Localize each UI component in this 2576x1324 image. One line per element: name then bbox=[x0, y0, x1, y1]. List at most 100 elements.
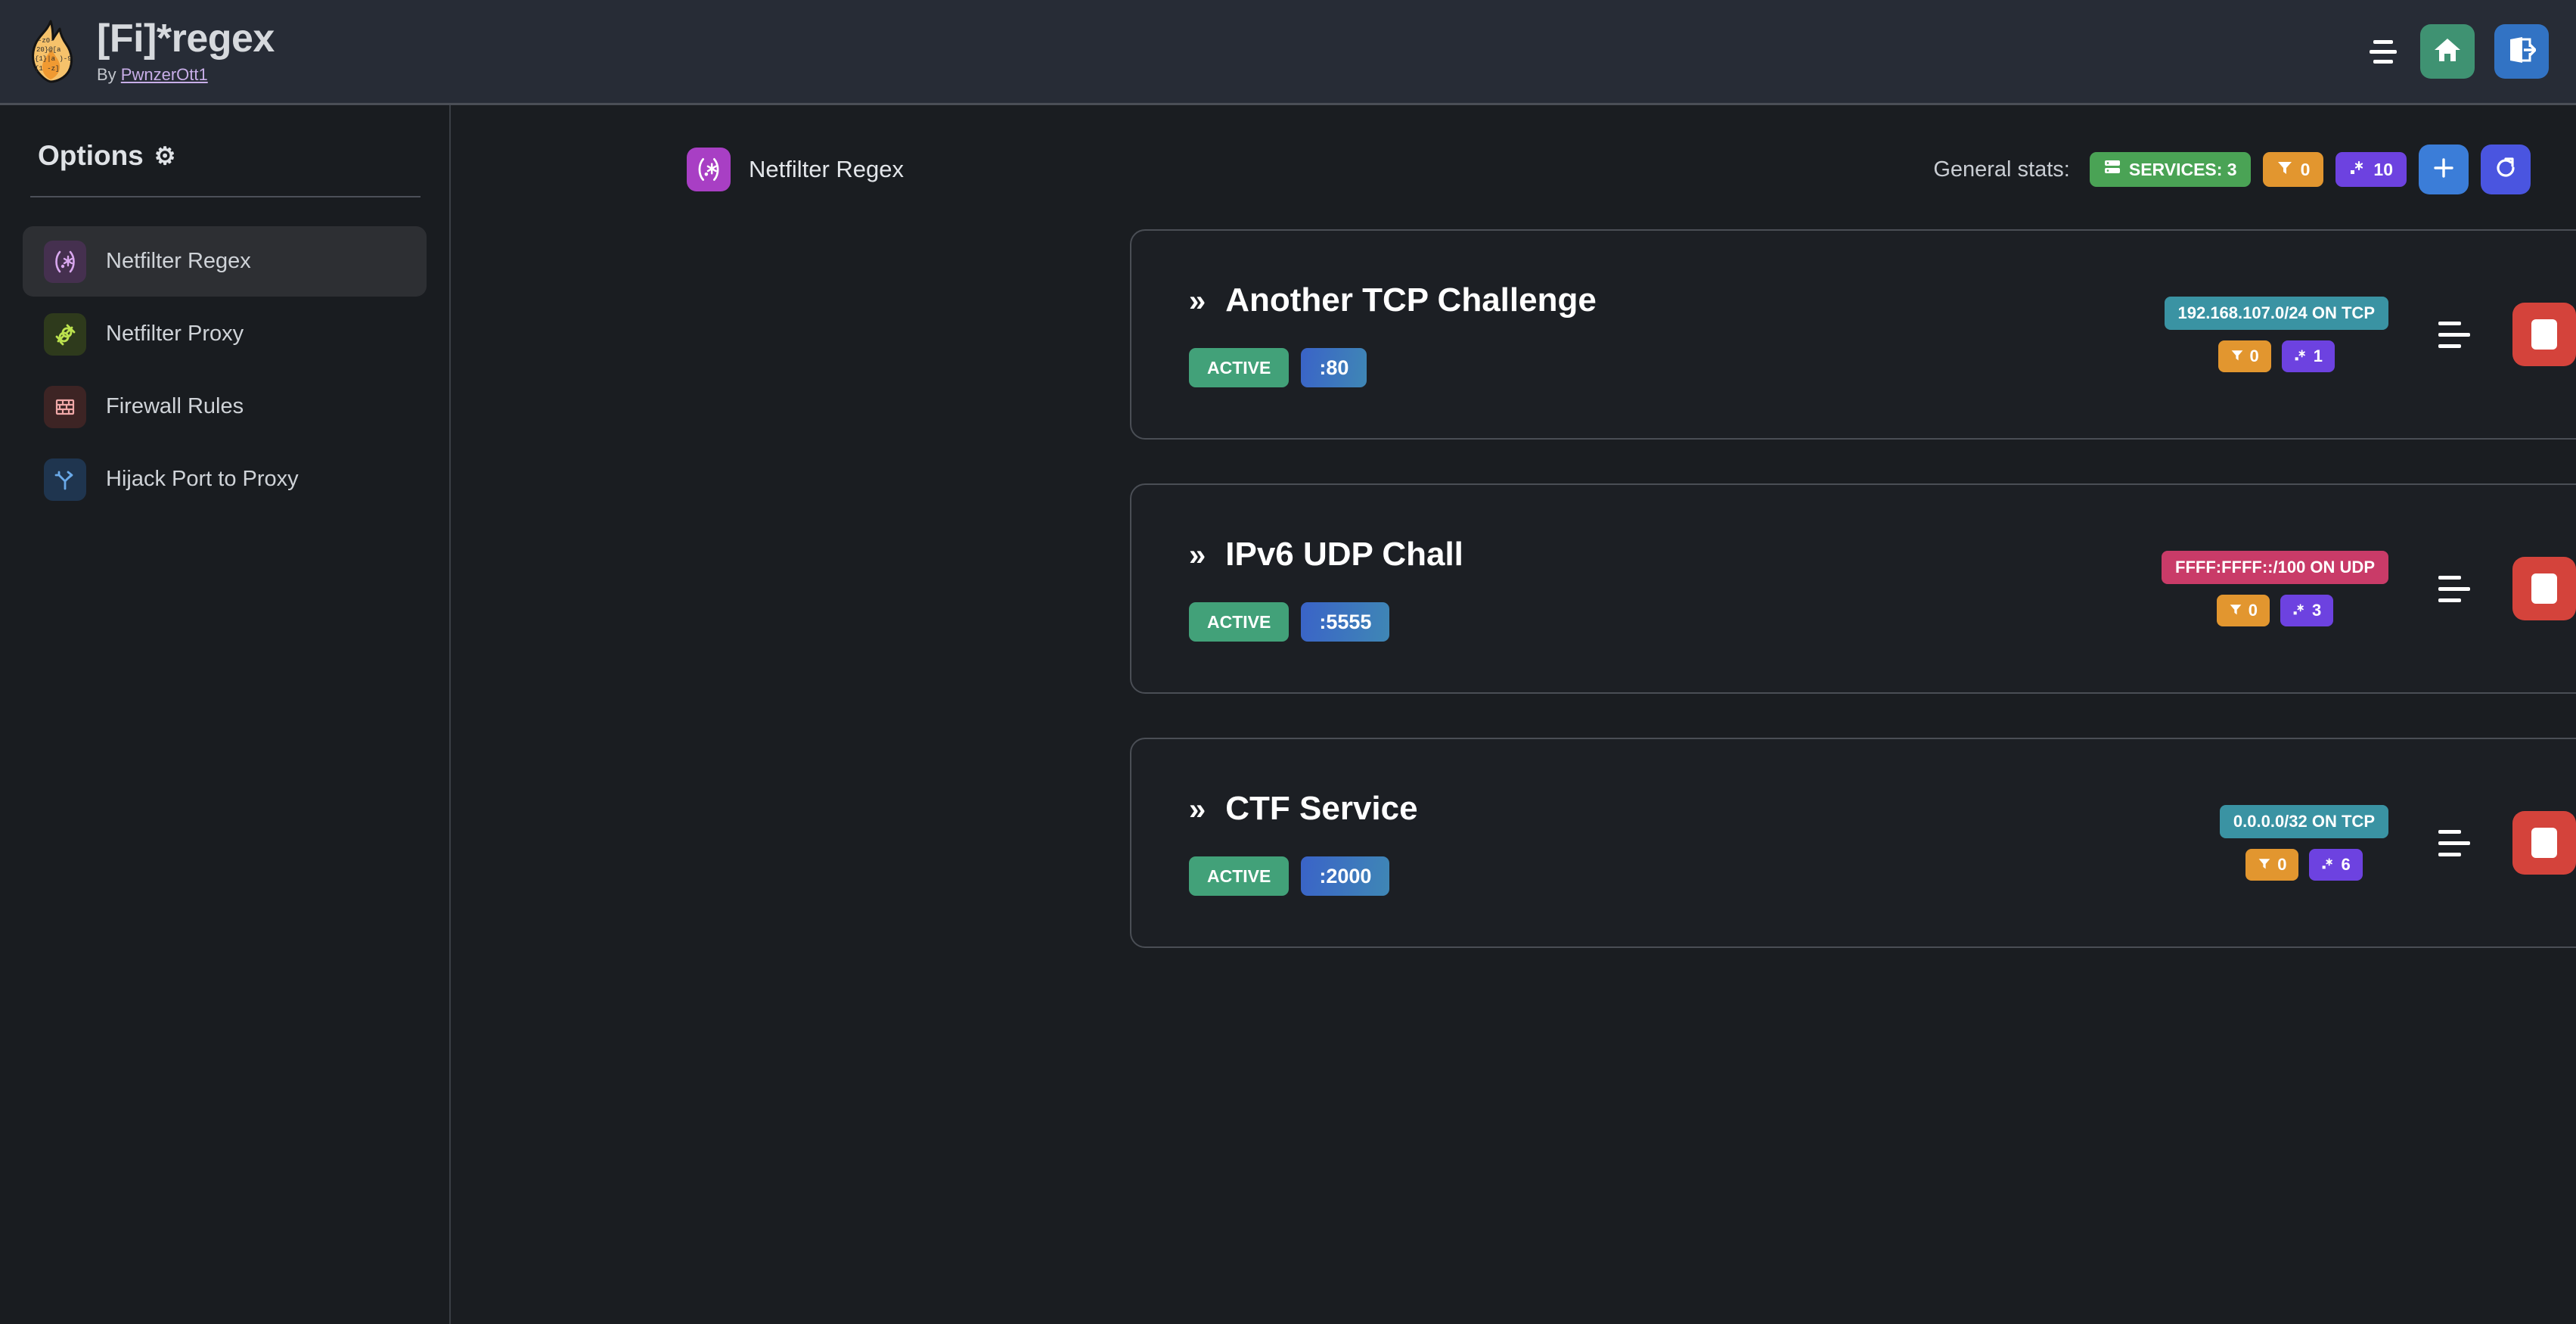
network-badge: 0.0.0.0/32 ON TCP bbox=[2219, 805, 2388, 838]
status-badge-regexes: 10 bbox=[2335, 152, 2407, 187]
service-badges: ACTIVE :5555 bbox=[1189, 602, 1463, 642]
status-badge: ACTIVE bbox=[1189, 348, 1290, 387]
port-badge: :5555 bbox=[1301, 602, 1390, 642]
sidebar-item-netfilter-proxy[interactable]: Netfilter Proxy bbox=[23, 299, 427, 369]
main-content: Netfilter Regex General stats: SERVICES:… bbox=[452, 105, 2576, 1324]
sidebar-item-netfilter-regex[interactable]: Netfilter Regex bbox=[23, 226, 427, 297]
sidebar-item-label: Firewall Rules bbox=[106, 394, 244, 418]
sidebar-item-label: Hijack Port to Proxy bbox=[106, 467, 299, 491]
general-stats: General stats: SERVICES: 3 0 bbox=[1933, 145, 2531, 194]
funnel-icon bbox=[2229, 601, 2242, 620]
service-counters: 0 3 bbox=[2216, 595, 2334, 626]
sidebar-heading-label: Options bbox=[38, 140, 144, 171]
service-card[interactable]: » CTF Service ACTIVE :2000 0.0.0.0/32 ON… bbox=[1130, 738, 2576, 948]
regexes-count-label: 3 bbox=[2312, 601, 2322, 620]
list-icon[interactable] bbox=[2438, 568, 2479, 609]
funnel-icon bbox=[2230, 347, 2244, 366]
service-network-info: 192.168.107.0/24 ON TCP 0 1 bbox=[2164, 297, 2388, 372]
filters-count-label: 0 bbox=[2300, 159, 2311, 179]
logout-button[interactable] bbox=[2494, 24, 2549, 79]
service-title-row: » Another TCP Challenge bbox=[1189, 281, 1597, 319]
service-card-controls: FFFF:FFFF::/100 ON UDP 0 3 bbox=[2162, 551, 2576, 626]
refresh-icon bbox=[2494, 156, 2518, 184]
list-icon[interactable] bbox=[2438, 822, 2479, 863]
stop-button[interactable] bbox=[2512, 303, 2576, 366]
double-chevron-icon: » bbox=[1189, 793, 1206, 826]
status-badge-filters: 0 bbox=[2262, 152, 2324, 187]
stop-icon bbox=[2531, 573, 2557, 604]
sidebar-nav: Netfilter Regex Netfilter Proxy bbox=[18, 226, 431, 514]
svg-text:-z0-: -z0- bbox=[38, 37, 54, 45]
plus-icon bbox=[2431, 155, 2457, 185]
filters-counter: 0 bbox=[2216, 595, 2270, 626]
stop-button[interactable] bbox=[2512, 557, 2576, 620]
hamburger-menu-icon[interactable] bbox=[2366, 36, 2401, 67]
by-prefix: By bbox=[97, 64, 121, 84]
logout-icon bbox=[2507, 36, 2537, 67]
brand-text: [Fi]*regex By PwnzerOtt1 bbox=[97, 19, 275, 85]
service-card[interactable]: » IPv6 UDP Chall ACTIVE :5555 FFFF:FFFF:… bbox=[1130, 483, 2576, 694]
gear-icon: ⚙ bbox=[154, 142, 176, 169]
author-link[interactable]: PwnzerOtt1 bbox=[120, 64, 208, 84]
double-chevron-icon: » bbox=[1189, 539, 1206, 572]
flame-regex-logo-icon: -z0- 20}@[a {1}|a )-9] {1 -z] bbox=[26, 20, 76, 83]
filters-count-label: 0 bbox=[2248, 601, 2258, 620]
app-author-line: By PwnzerOtt1 bbox=[97, 65, 275, 85]
app-header: -z0- 20}@[a {1}|a )-9] {1 -z] [Fi]*regex… bbox=[0, 0, 2576, 105]
brick-wall-icon bbox=[44, 385, 86, 428]
regexes-count-label: 6 bbox=[2341, 855, 2351, 874]
svg-text:{1}|a )-9]: {1}|a )-9] bbox=[35, 55, 76, 63]
list-icon[interactable] bbox=[2438, 314, 2479, 355]
service-name: CTF Service bbox=[1225, 790, 1418, 827]
funnel-icon bbox=[2277, 159, 2293, 180]
svg-text:20}@[a: 20}@[a bbox=[36, 46, 61, 54]
service-card-info: » CTF Service ACTIVE :2000 bbox=[1131, 790, 1418, 896]
service-network-info: FFFF:FFFF::/100 ON UDP 0 3 bbox=[2162, 551, 2388, 626]
brand: -z0- 20}@[a {1}|a )-9] {1 -z] [Fi]*regex… bbox=[26, 19, 275, 85]
services-count-label: SERVICES: 3 bbox=[2128, 159, 2237, 179]
service-title-row: » IPv6 UDP Chall bbox=[1189, 536, 1463, 573]
service-card-info: » IPv6 UDP Chall ACTIVE :5555 bbox=[1131, 536, 1463, 642]
service-counters: 0 6 bbox=[2245, 849, 2363, 881]
regexes-counter: 6 bbox=[2309, 849, 2363, 881]
service-title-row: » CTF Service bbox=[1189, 790, 1418, 828]
home-button[interactable] bbox=[2420, 24, 2475, 79]
service-name: IPv6 UDP Chall bbox=[1225, 536, 1463, 573]
service-card[interactable]: » Another TCP Challenge ACTIVE :80 192.1… bbox=[1130, 229, 2576, 440]
filters-counter: 0 bbox=[2245, 849, 2299, 881]
filters-count-label: 0 bbox=[2277, 855, 2287, 874]
stop-icon bbox=[2531, 828, 2557, 858]
status-badge: ACTIVE bbox=[1189, 856, 1290, 896]
home-icon bbox=[2434, 37, 2461, 67]
refresh-button[interactable] bbox=[2481, 145, 2531, 194]
service-card-info: » Another TCP Challenge ACTIVE :80 bbox=[1131, 281, 1597, 387]
stop-button[interactable] bbox=[2512, 811, 2576, 875]
service-card-controls: 0.0.0.0/32 ON TCP 0 6 bbox=[2219, 805, 2576, 881]
route-fork-icon bbox=[44, 458, 86, 501]
server-icon bbox=[2103, 159, 2121, 180]
sidebar-heading: Options ⚙ bbox=[18, 105, 431, 172]
main-header: Netfilter Regex General stats: SERVICES:… bbox=[452, 105, 2576, 194]
service-badges: ACTIVE :80 bbox=[1189, 348, 1597, 387]
page-regex-icon bbox=[687, 148, 731, 191]
regex-icon bbox=[2321, 855, 2335, 875]
network-badge: FFFF:FFFF::/100 ON UDP bbox=[2162, 551, 2388, 584]
sidebar-item-firewall-rules[interactable]: Firewall Rules bbox=[23, 371, 427, 442]
port-badge: :80 bbox=[1301, 348, 1367, 387]
regexes-count-label: 1 bbox=[2313, 347, 2323, 365]
plug-icon bbox=[44, 312, 86, 356]
double-chevron-icon: » bbox=[1189, 284, 1206, 318]
sidebar: Options ⚙ Netfilter Regex bbox=[0, 105, 451, 1324]
funnel-icon bbox=[2258, 855, 2271, 875]
sidebar-item-hijack-port-to-proxy[interactable]: Hijack Port to Proxy bbox=[23, 444, 427, 514]
regexes-counter: 3 bbox=[2280, 595, 2334, 626]
port-badge: :2000 bbox=[1301, 856, 1390, 896]
sidebar-divider bbox=[30, 196, 421, 197]
filters-count-label: 0 bbox=[2249, 347, 2259, 365]
header-actions bbox=[2366, 24, 2549, 79]
sidebar-item-label: Netfilter Regex bbox=[106, 249, 251, 273]
add-service-button[interactable] bbox=[2419, 145, 2469, 194]
regexes-counter: 1 bbox=[2281, 340, 2335, 372]
service-card-controls: 192.168.107.0/24 ON TCP 0 1 bbox=[2164, 297, 2576, 372]
filters-counter: 0 bbox=[2218, 340, 2271, 372]
